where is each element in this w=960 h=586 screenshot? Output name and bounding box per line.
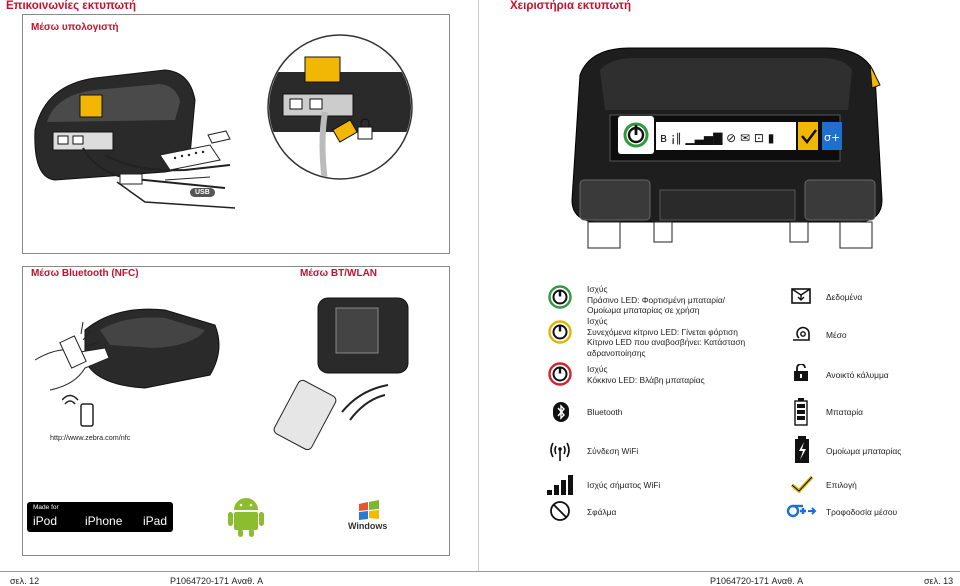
data-label: Δεδομένα	[826, 292, 863, 302]
wifi-signal-icon	[547, 475, 573, 495]
power-green-text: Ισχύς Πράσινο LED: Φορτισμένη μπαταρία/ …	[587, 284, 725, 316]
error-icon	[550, 501, 570, 521]
wireless-panel	[22, 266, 450, 556]
wifi-connect-label: Σύνδεση WiFi	[587, 446, 639, 456]
power-label: Ισχύς	[587, 364, 608, 374]
ipad-text: iPad	[143, 514, 168, 528]
power-green-line2: Ομοίωμα μπαταρίας σε χρήση	[587, 305, 700, 316]
btwlan-heading: Μέσω BT/WLAN	[300, 268, 378, 279]
right-page-title: Χειριστήρια εκτυπωτή	[510, 0, 631, 12]
port-zoom-illustration	[267, 34, 413, 180]
right-doc-number: P1064720-171 Αναθ. A	[710, 576, 804, 586]
battery-label: Μπαταρία	[826, 407, 863, 417]
power-yellow-icon	[548, 320, 572, 344]
power-green-icon	[548, 285, 572, 309]
windows-logo-icon	[359, 500, 379, 520]
nfc-phone-icon	[62, 394, 94, 427]
left-doc-number: P1064720-171 Αναθ. A	[170, 576, 264, 586]
power-yellow-line2: Κίτρινο LED που αναβοσβήνει: Κατάσταση	[587, 337, 746, 348]
battery-eliminator-icon	[795, 436, 809, 463]
wifi-signal-label: Ισχύς σήματος WiFi	[587, 480, 661, 490]
android-logo-icon	[228, 498, 264, 537]
computer-heading: Μέσω υπολογιστή	[31, 22, 119, 33]
power-yellow-line3: αδρανοποίησης	[587, 347, 646, 358]
battery-eliminator-label: Ομοίωμα μπαταρίας	[826, 446, 902, 456]
printer-usb-illustration	[34, 69, 236, 209]
power-green-line1: Πράσινο LED: Φορτισμένη μπαταρία/	[587, 294, 726, 305]
power-red-line1: Κόκκινο LED: Βλάβη μπαταρίας	[587, 374, 705, 385]
computer-panel	[22, 14, 450, 254]
nfc-tap-illustration	[34, 308, 220, 391]
nfc-url[interactable]: http://www.zebra.com/nfc	[50, 433, 131, 442]
wifi-connect-icon	[550, 442, 570, 461]
cover-open-icon	[794, 364, 808, 381]
iphone-text: iPhone	[85, 514, 123, 528]
svg-text:ʙ ¡∥ ▁▃▅▇ ⊘ ✉ ⊡ ▮: ʙ ¡∥ ▁▃▅▇ ⊘ ✉ ⊡ ▮	[660, 131, 774, 145]
left-page-title: Επικοινωνίες εκτυπωτή	[6, 0, 136, 12]
ipod-text: iPod	[33, 514, 58, 528]
feed-label: Τροφοδοσία μέσου	[826, 507, 898, 517]
select-label: Επιλογή	[826, 480, 857, 490]
bluetooth-heading: Μέσω Bluetooth (NFC)	[31, 268, 139, 279]
left-page-number: σελ. 12	[10, 576, 40, 586]
made-for-apple-badge: Made for iPod iPhone iPad	[27, 502, 173, 532]
power-yellow-text: Ισχύς Συνεχόμενα κίτρινο LED: Γίνεται φό…	[587, 316, 745, 358]
page-gutter	[478, 0, 479, 571]
handheld-printer-illustration	[273, 297, 409, 450]
power-red-text: Ισχύς Κόκκινο LED: Βλάβη μπαταρίας	[587, 364, 705, 385]
battery-icon	[794, 398, 808, 426]
status-display: ʙ ¡∥ ▁▃▅▇ ⊘ ✉ ⊡ ▮ σ+	[618, 116, 842, 154]
media-icon	[793, 326, 810, 341]
select-icon	[790, 475, 814, 494]
windows-text: Windows	[348, 521, 388, 531]
svg-text:σ+: σ+	[824, 131, 840, 144]
power-label: Ισχύς	[587, 284, 608, 294]
usb-badge: USB	[190, 188, 215, 197]
bluetooth-icon	[553, 402, 569, 422]
power-red-icon	[548, 362, 572, 386]
cover-open-label: Ανοικτό κάλυμμα	[826, 370, 889, 380]
made-for-text: Made for	[33, 504, 59, 511]
footer-divider	[0, 571, 960, 572]
bluetooth-label: Bluetooth	[587, 407, 623, 417]
power-yellow-line1: Συνεχόμενα κίτρινο LED: Γίνεται φόρτιση	[587, 326, 738, 337]
feed-icon	[786, 504, 817, 518]
power-label: Ισχύς	[587, 316, 608, 326]
right-page-number: σελ. 13	[924, 576, 954, 586]
serial-connector-icon	[159, 130, 231, 181]
data-icon	[791, 288, 811, 304]
error-label: Σφάλμα	[587, 507, 617, 517]
media-label: Μέσο	[826, 330, 847, 340]
